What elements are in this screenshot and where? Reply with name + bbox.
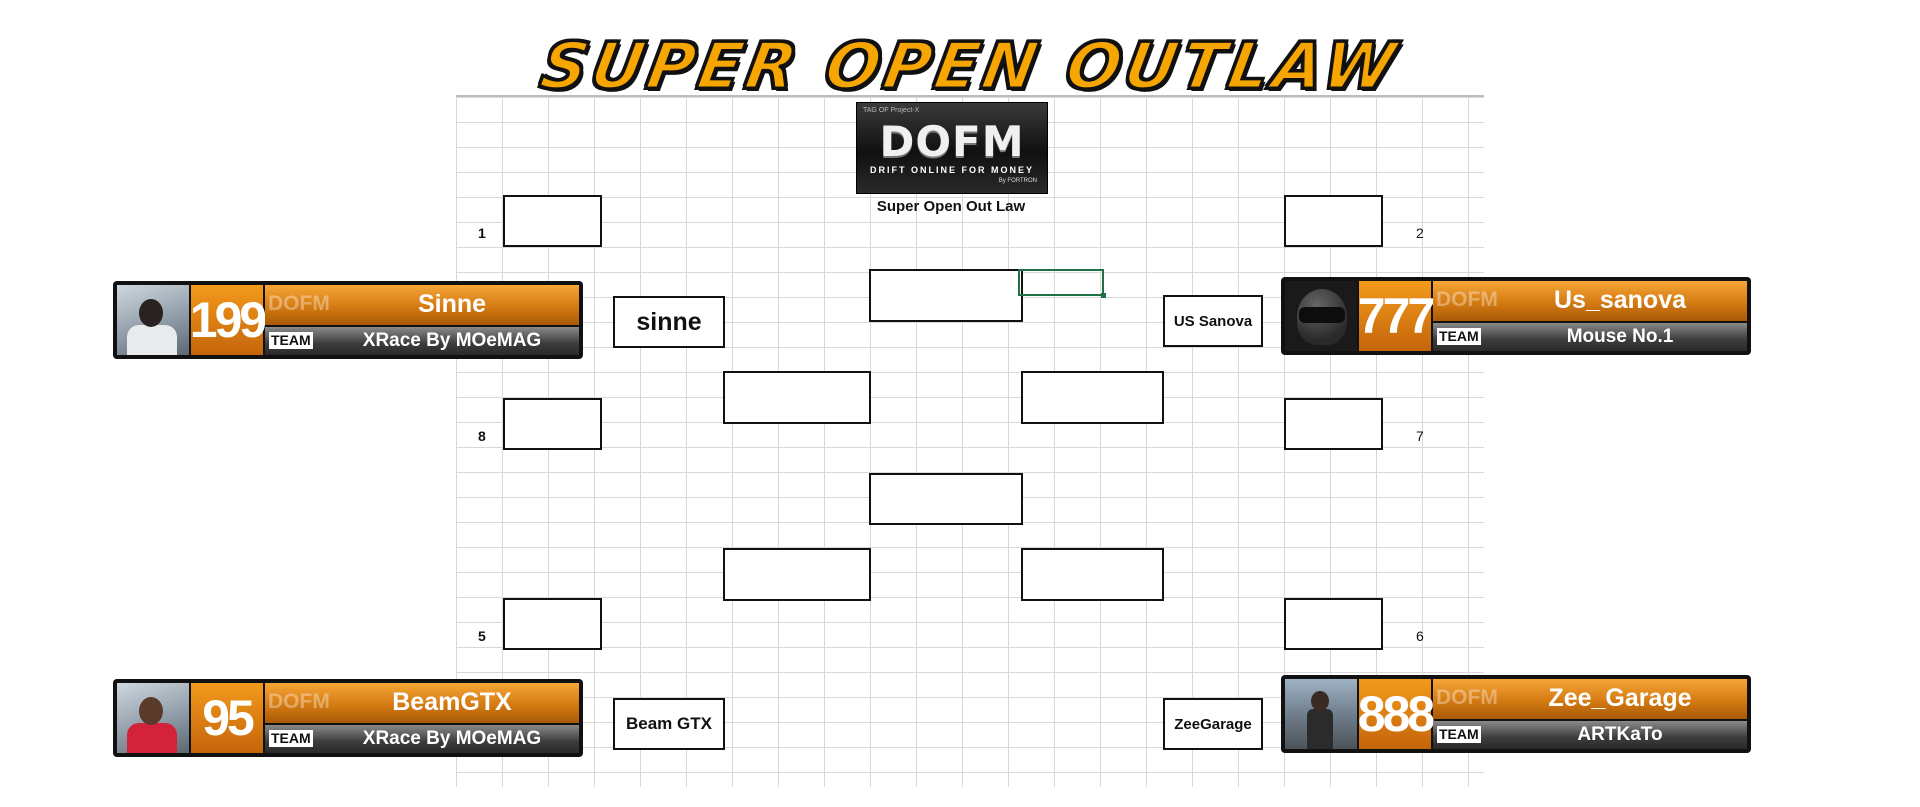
racer-number: 95: [191, 683, 263, 753]
racer-card-us-sanova: 777 DOFM Us_sanova TEAM Mouse No.1: [1281, 277, 1751, 355]
event-subtitle: Super Open Out Law: [876, 198, 1026, 215]
racer-card-beamgtx: 95 DOFM BeamGTX TEAM XRace By MOeMAG: [113, 679, 583, 757]
seed-box-1[interactable]: [503, 195, 602, 247]
racer-card-sinne: 199 DOFM Sinne TEAM XRace By MOeMAG: [113, 281, 583, 359]
bracket-slot-final-top[interactable]: [869, 269, 1023, 322]
racer-photo: [117, 683, 189, 753]
racer-number: 888: [1358, 679, 1435, 749]
bracket-slot-final-bottom[interactable]: [869, 473, 1023, 525]
seed-box-6[interactable]: [1284, 598, 1383, 650]
racer-name: Zee_Garage: [1548, 684, 1692, 712]
helmet-icon: [1285, 281, 1357, 351]
logo-by: By FORTRON: [998, 178, 1037, 184]
team-name: XRace By MOeMAG: [362, 728, 542, 749]
team-name: ARTKaTo: [1577, 724, 1663, 745]
racer-name: BeamGTX: [392, 688, 512, 716]
seed-box-7[interactable]: [1284, 398, 1383, 450]
racer-name: Sinne: [417, 290, 487, 318]
seed-box-8[interactable]: [503, 398, 602, 450]
bracket-slot-right-sf2[interactable]: [1021, 548, 1164, 601]
team-label: TEAM: [269, 332, 313, 349]
seed-box-5[interactable]: [503, 598, 602, 650]
cell-selection-cursor[interactable]: [1018, 269, 1106, 298]
logo-tiny-text: TAG OF Project-X: [863, 107, 920, 114]
team-name: Mouse No.1: [1566, 326, 1674, 347]
logo-tagline: DRIFT ONLINE FOR MONEY: [870, 165, 1034, 175]
racer-name: Us_sanova: [1553, 286, 1687, 314]
card-brand: DOFM: [1436, 288, 1498, 311]
seed-label-2: 2: [1416, 225, 1424, 241]
bracket-slot-left-qf1[interactable]: sinne: [613, 296, 725, 348]
bracket-slot-left-sf2[interactable]: [723, 548, 871, 601]
seed-label-8: 8: [478, 428, 486, 444]
seed-label-1: 1: [478, 225, 486, 241]
racer-photo: [117, 285, 189, 355]
card-brand: DOFM: [268, 292, 330, 315]
racer-number: 199: [190, 285, 267, 355]
bracket-slot-left-qf2[interactable]: Beam GTX: [613, 698, 725, 750]
team-label: TEAM: [1437, 328, 1481, 345]
card-brand: DOFM: [268, 690, 330, 713]
racer-number: 777: [1358, 281, 1435, 351]
dofm-logo: TAG OF Project-X DOFM DRIFT ONLINE FOR M…: [856, 102, 1048, 194]
bracket-slot-left-sf1[interactable]: [723, 371, 871, 424]
team-label: TEAM: [1437, 726, 1481, 743]
seed-box-2[interactable]: [1284, 195, 1383, 247]
seed-label-6: 6: [1416, 628, 1424, 644]
bracket-slot-right-qf1[interactable]: US Sanova: [1163, 295, 1263, 347]
seed-label-7: 7: [1416, 428, 1424, 444]
logo-wordmark: DOFM: [879, 117, 1025, 166]
bracket-slot-right-sf1[interactable]: [1021, 371, 1164, 424]
bracket-slot-right-qf2[interactable]: ZeeGarage: [1163, 698, 1263, 750]
card-brand: DOFM: [1436, 686, 1498, 709]
team-label: TEAM: [269, 730, 313, 747]
page-title: SUPER OPEN OUTLAW: [534, 29, 1407, 106]
racer-photo: [1285, 679, 1357, 749]
racer-card-zee-garage: 888 DOFM Zee_Garage TEAM ARTKaTo: [1281, 675, 1751, 753]
team-name: XRace By MOeMAG: [362, 330, 542, 351]
seed-label-5: 5: [478, 628, 486, 644]
